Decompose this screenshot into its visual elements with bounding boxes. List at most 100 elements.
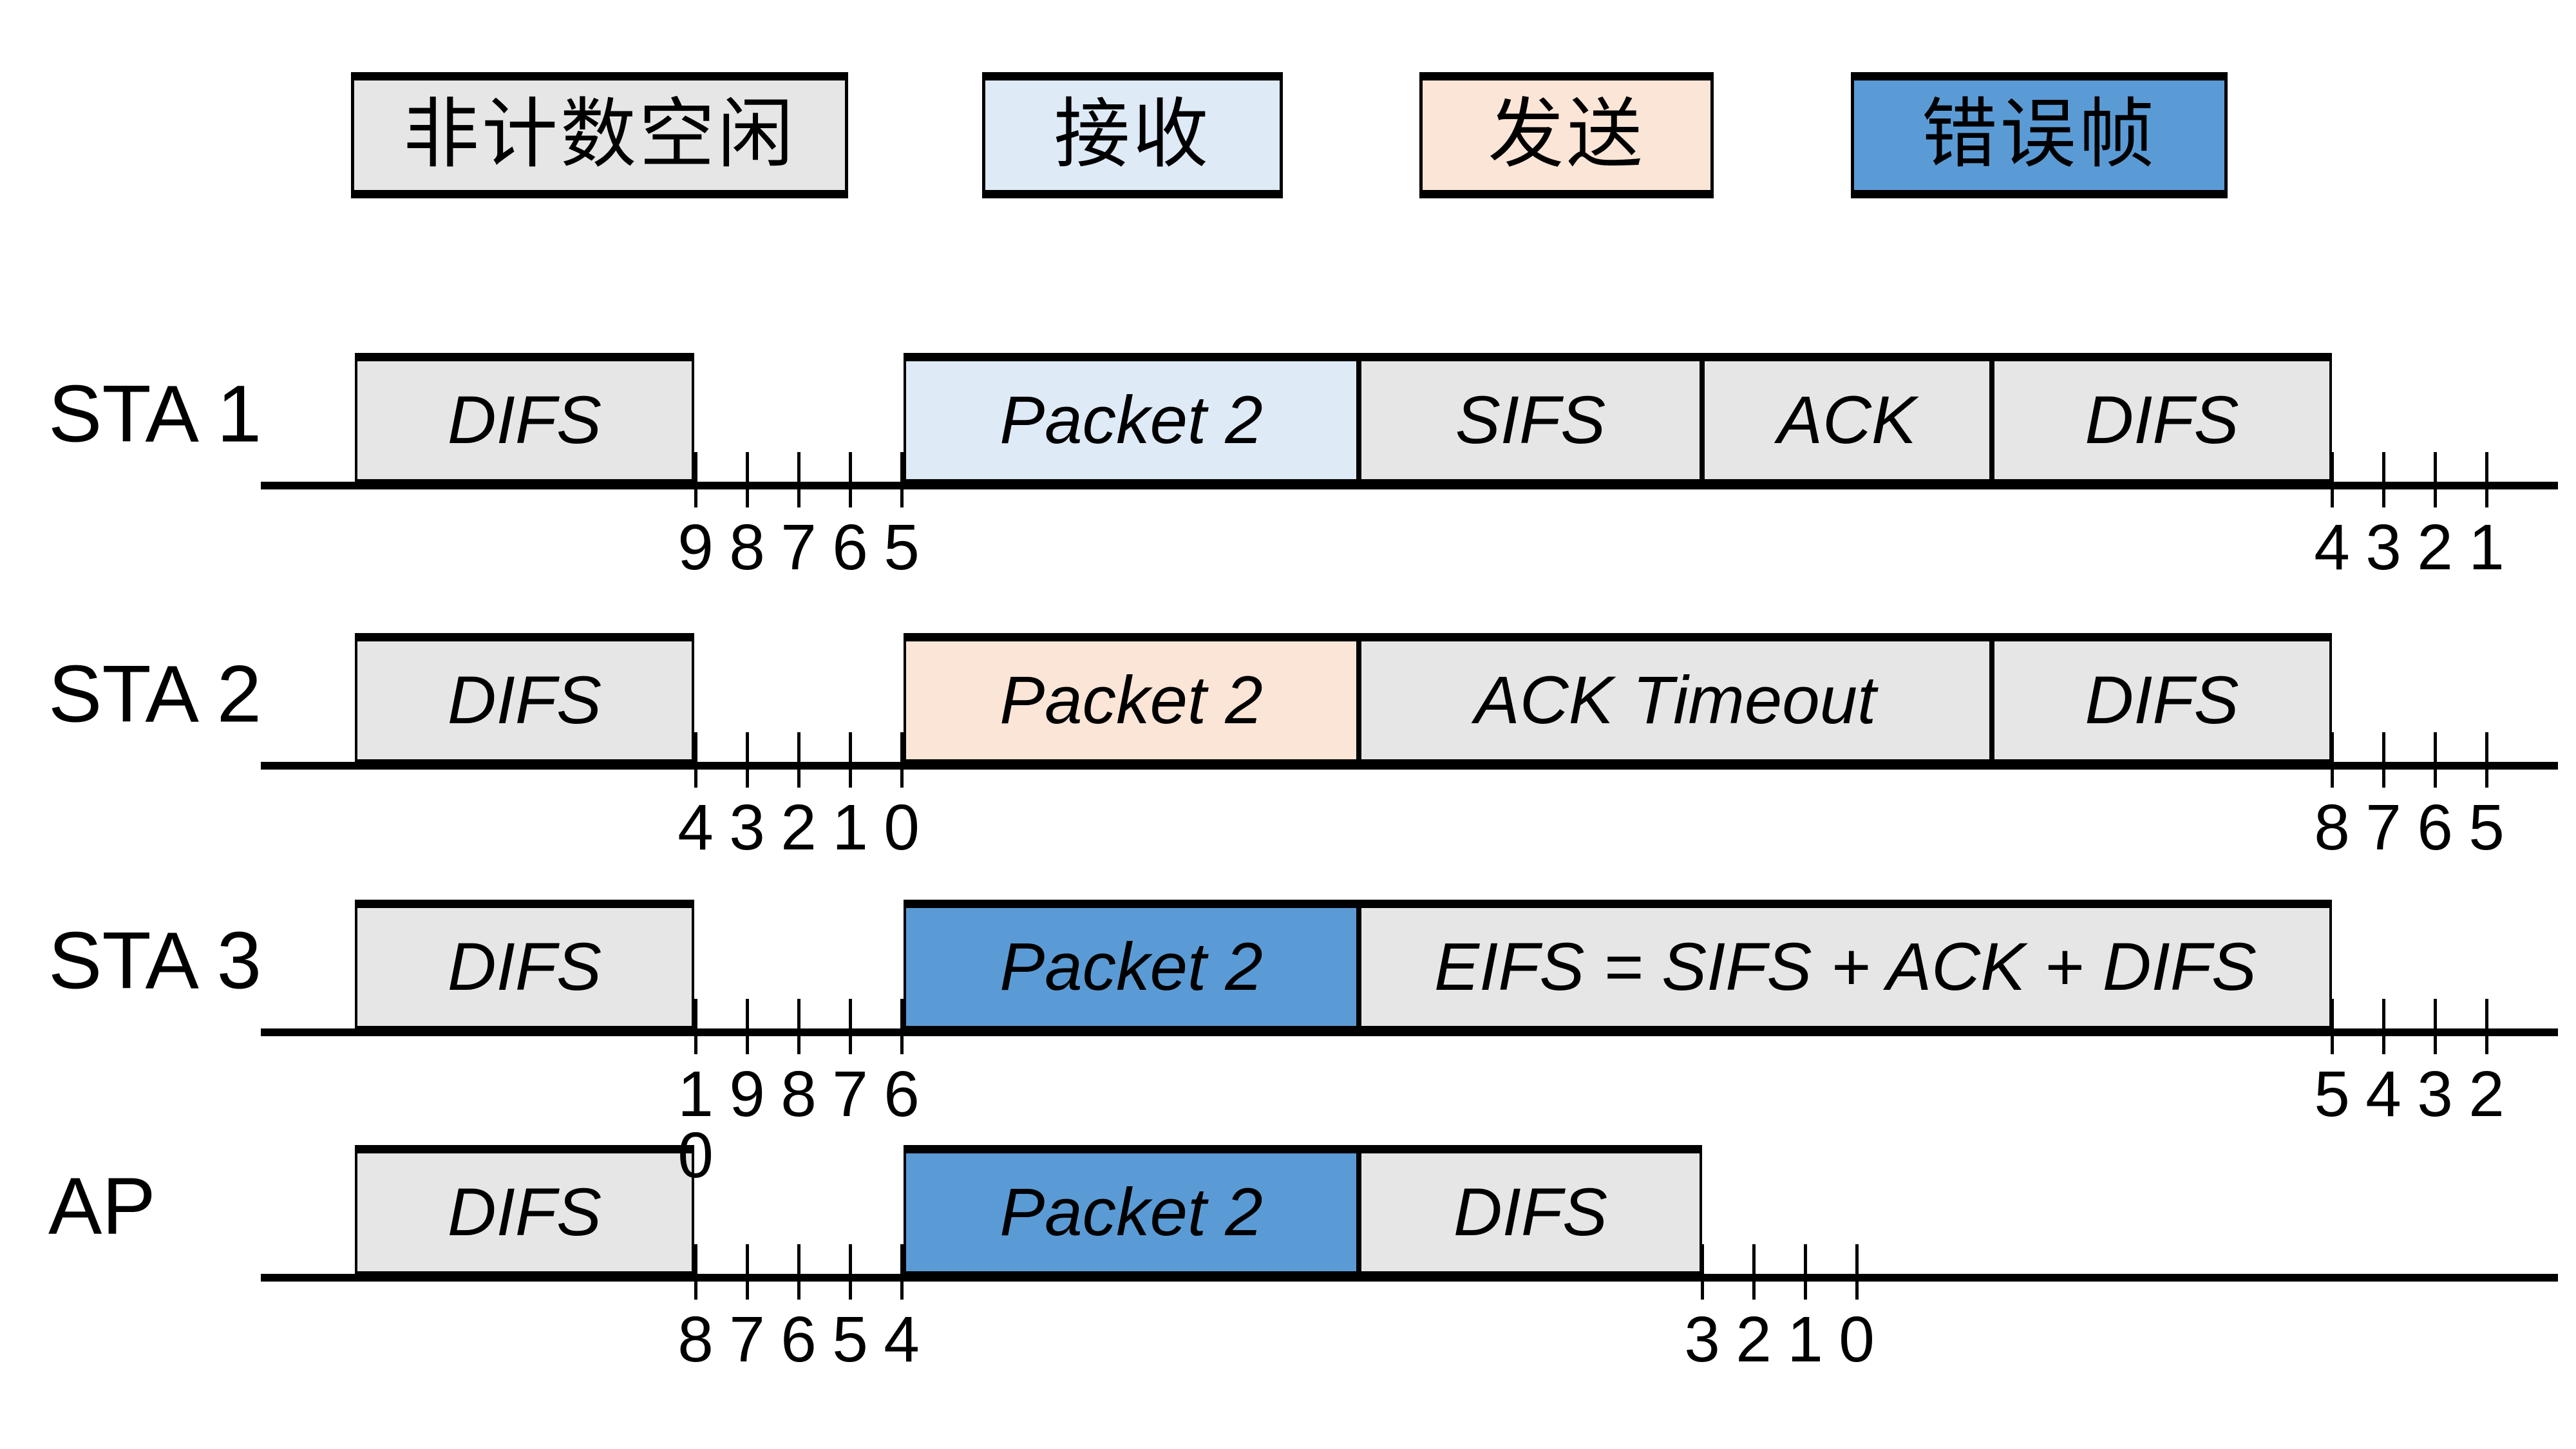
segment-difs: DIFS xyxy=(355,353,694,482)
tick-mark xyxy=(797,452,800,507)
segment-label: Packet 2 xyxy=(999,929,1263,1005)
legend-item-idle: 非计数空闲 xyxy=(351,72,848,198)
tick-label: 1 xyxy=(832,791,868,864)
row-label-sta2: STA 2 xyxy=(48,649,262,739)
tick-mark xyxy=(797,1244,800,1300)
segment-difs: DIFS xyxy=(355,1145,694,1274)
tick-mark xyxy=(1855,1244,1859,1300)
segment-ack: ACK xyxy=(1702,353,1992,482)
segment-label: ACK Timeout xyxy=(1474,663,1877,738)
tick-label: 3 xyxy=(2417,1058,2453,1130)
segment-packet-2: Packet 2 xyxy=(904,900,1359,1028)
tick-label: 2 xyxy=(781,791,817,864)
tick-label: 4 xyxy=(677,791,714,864)
tick-mark xyxy=(2382,732,2385,788)
timeline-ap xyxy=(261,1274,2558,1282)
tick-label: 1 xyxy=(1787,1303,1823,1376)
tick-label: 2 xyxy=(2417,511,2453,583)
timeline-sta3 xyxy=(261,1028,2558,1036)
tick-mark xyxy=(797,999,800,1054)
tick-mark xyxy=(745,732,749,788)
legend-label: 接收 xyxy=(1054,93,1211,177)
segment-packet-2: Packet 2 xyxy=(904,633,1359,762)
tick-label: 0 xyxy=(884,791,920,864)
segment-difs: DIFS xyxy=(1992,633,2332,762)
row-label-ap: AP xyxy=(48,1161,156,1251)
segment-label: Packet 2 xyxy=(999,663,1263,738)
tick-mark xyxy=(2485,732,2488,788)
tick-mark xyxy=(694,999,697,1054)
tick-label: 0 xyxy=(1839,1303,1875,1376)
tick-mark xyxy=(2485,999,2488,1054)
tick-label: 1 xyxy=(2468,511,2505,583)
tick-label: 2 xyxy=(1736,1303,1772,1376)
tick-mark xyxy=(745,452,749,507)
row-label-sta3: STA 3 xyxy=(48,916,262,1006)
segment-difs: DIFS xyxy=(355,633,694,762)
tick-label: 4 xyxy=(2314,511,2350,583)
tick-label: 3 xyxy=(1684,1303,1720,1376)
legend-item-send: 发送 xyxy=(1419,72,1714,198)
timeline-sta2 xyxy=(261,762,2558,770)
tick-label: 5 xyxy=(2468,791,2505,864)
tick-mark xyxy=(2433,732,2437,788)
tick-label: 3 xyxy=(2365,511,2401,583)
tick-mark xyxy=(2330,732,2334,788)
segment-label: DIFS xyxy=(2085,663,2239,738)
tick-mark xyxy=(848,999,852,1054)
tick-label: 8 xyxy=(781,1058,817,1130)
tick-mark xyxy=(900,732,904,788)
tick-mark xyxy=(848,732,852,788)
tick-mark xyxy=(848,452,852,507)
legend-label: 错误帧 xyxy=(1921,93,2157,177)
segment-label: DIFS xyxy=(447,929,602,1005)
segment-label: EIFS = SIFS + ACK + DIFS xyxy=(1434,929,2257,1005)
segment-difs: DIFS xyxy=(1359,1145,1702,1274)
tick-mark xyxy=(694,732,697,788)
segment-eifs-sifs-ack-difs: EIFS = SIFS + ACK + DIFS xyxy=(1359,900,2332,1028)
tick-label: 7 xyxy=(781,511,817,583)
tick-mark xyxy=(797,732,800,788)
legend-label: 发送 xyxy=(1488,93,1645,177)
segment-difs: DIFS xyxy=(355,900,694,1028)
segment-label: DIFS xyxy=(447,383,602,458)
segment-label: Packet 2 xyxy=(999,1175,1263,1250)
tick-mark xyxy=(694,1244,697,1300)
tick-mark xyxy=(900,999,904,1054)
tick-mark xyxy=(1803,1244,1807,1300)
tick-label: 5 xyxy=(2314,1058,2350,1130)
segment-packet-2: Packet 2 xyxy=(904,1145,1359,1274)
segment-sifs: SIFS xyxy=(1359,353,1702,482)
segment-label: DIFS xyxy=(447,663,602,738)
tick-mark xyxy=(1700,1244,1704,1300)
tick-mark xyxy=(745,1244,749,1300)
tick-mark xyxy=(2382,999,2385,1054)
tick-label: 3 xyxy=(729,791,765,864)
segment-label: DIFS xyxy=(2085,383,2239,458)
tick-label: 4 xyxy=(884,1303,920,1376)
tick-mark xyxy=(900,452,904,507)
tick-label: 5 xyxy=(884,511,920,583)
tick-mark xyxy=(1752,1244,1756,1300)
tick-mark xyxy=(745,999,749,1054)
legend-item-receive: 接收 xyxy=(982,72,1283,198)
tick-label: 8 xyxy=(2314,791,2350,864)
segment-label: DIFS xyxy=(447,1175,602,1250)
tick-mark xyxy=(900,1244,904,1300)
legend-item-error: 错误帧 xyxy=(1851,72,2228,198)
tick-label: 10 xyxy=(677,1058,714,1191)
tick-label: 2 xyxy=(2468,1058,2505,1130)
segment-difs: DIFS xyxy=(1992,353,2332,482)
tick-label: 6 xyxy=(832,511,868,583)
tick-label: 8 xyxy=(677,1303,714,1376)
segment-ack-timeout: ACK Timeout xyxy=(1359,633,1992,762)
tick-mark xyxy=(2330,999,2334,1054)
segment-label: ACK xyxy=(1777,383,1917,458)
tick-mark xyxy=(2433,999,2437,1054)
tick-mark xyxy=(2330,452,2334,507)
tick-label: 9 xyxy=(677,511,714,583)
tick-mark xyxy=(694,452,697,507)
segment-label: SIFS xyxy=(1455,383,1606,458)
segment-label: Packet 2 xyxy=(999,383,1263,458)
